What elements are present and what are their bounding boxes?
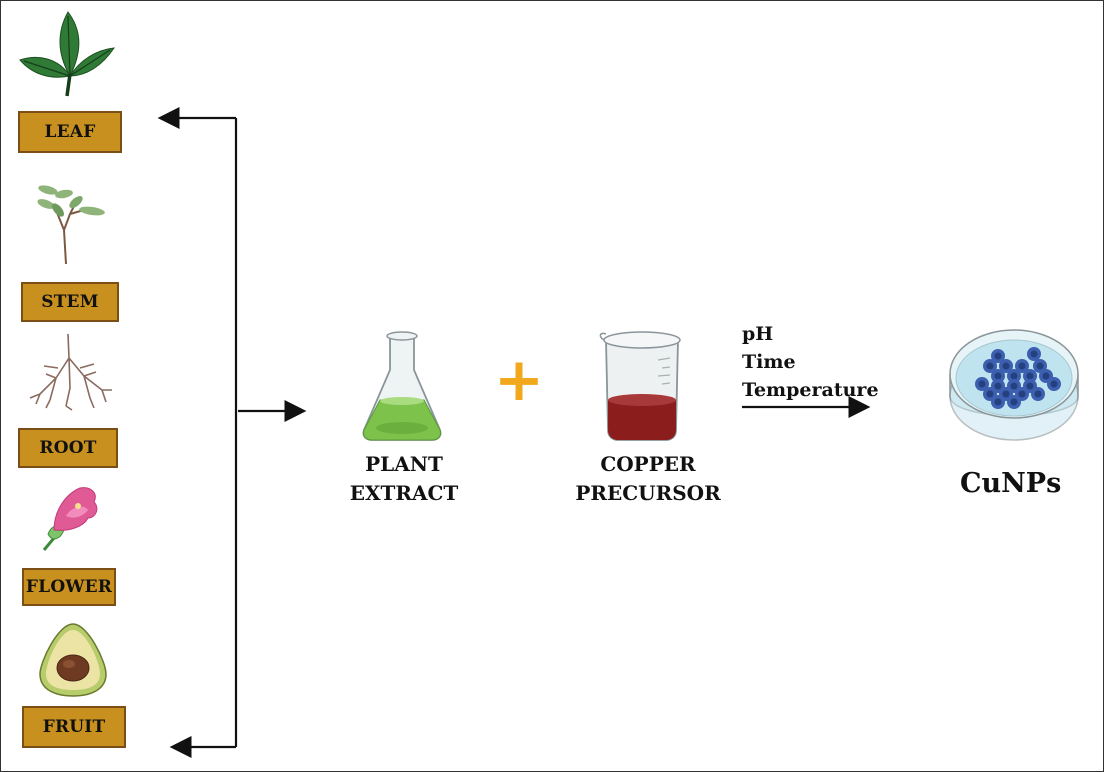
plant-extract-line1: PLANT	[365, 452, 443, 476]
flask-icon	[362, 331, 442, 441]
nanoparticle-core	[994, 352, 1002, 360]
nanoparticle-core	[1002, 362, 1010, 370]
nanoparticle-core	[986, 362, 994, 370]
copper-precursor-line1: COPPER	[600, 452, 696, 476]
nanoparticle-core	[1034, 390, 1042, 398]
beaker-icon	[599, 331, 681, 441]
nanoparticle-core	[1010, 382, 1018, 390]
nanoparticle-core	[1018, 362, 1026, 370]
avocado-icon	[39, 623, 107, 697]
plant-extract-label: PLANT EXTRACT	[322, 450, 486, 508]
nanoparticle-core	[978, 380, 986, 388]
nanoparticle-core	[1026, 372, 1034, 380]
nanoparticle-core	[1010, 398, 1018, 406]
condition-temperature: Temperature	[742, 379, 879, 401]
nanoparticle-core	[1026, 382, 1034, 390]
root-icon	[29, 333, 112, 411]
source-label-leaf: LEAF	[18, 111, 122, 153]
copper-precursor-line2: PRECURSOR	[575, 481, 721, 505]
source-label-stem: STEM	[21, 282, 119, 322]
nanoparticle-core	[1018, 390, 1026, 398]
nanoparticle-core	[986, 390, 994, 398]
nanoparticle-core	[1002, 390, 1010, 398]
source-label-flower: FLOWER	[22, 568, 116, 606]
petri-dish-icon	[949, 329, 1079, 441]
leaf-icon	[19, 11, 116, 97]
nanoparticle-core	[994, 382, 1002, 390]
nanoparticle-core	[994, 372, 1002, 380]
nanoparticle-core	[994, 398, 1002, 406]
nanoparticle-core	[1030, 350, 1038, 358]
nanoparticle-cluster	[975, 347, 1061, 409]
source-label-root: ROOT	[18, 428, 118, 468]
stem-icon	[37, 185, 105, 265]
nanoparticle-core	[1036, 362, 1044, 370]
plus-operator: +	[493, 345, 545, 415]
copper-precursor-label: COPPER PRECURSOR	[560, 450, 736, 508]
nanoparticle-core	[1050, 380, 1058, 388]
flower-icon	[42, 487, 98, 551]
nanoparticle-core	[1010, 372, 1018, 380]
plant-extract-line2: EXTRACT	[349, 481, 459, 505]
condition-time: Time	[742, 351, 796, 373]
nanoparticle-core	[1042, 372, 1050, 380]
product-label: CuNPs	[960, 468, 1062, 499]
condition-ph: pH	[742, 323, 774, 345]
source-label-fruit: FRUIT	[22, 706, 126, 748]
